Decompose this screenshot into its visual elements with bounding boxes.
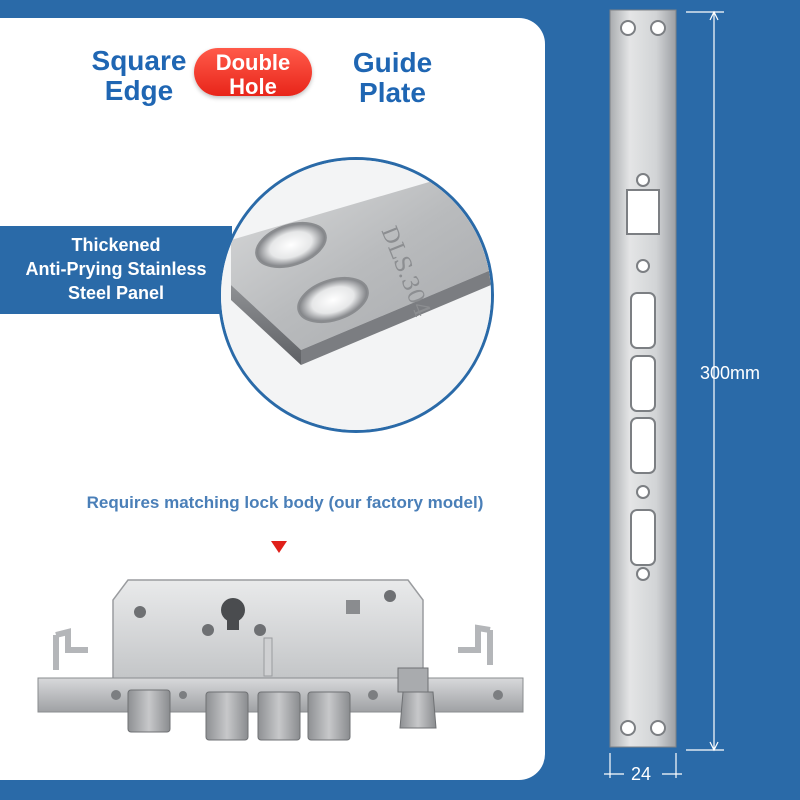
title-word-plate: Plate [359, 77, 426, 108]
double-hole-badge: Double Hole [194, 48, 312, 96]
badge-text-hole: Hole [229, 74, 277, 97]
feature-banner: Thickened Anti-Prying Stainless Steel Pa… [0, 226, 232, 314]
title-word-guide: Guide [352, 47, 433, 78]
matching-lock-note: Requires matching lock body (our factory… [86, 493, 484, 512]
title-word-square: Square [91, 45, 187, 76]
down-arrow-icon [271, 541, 287, 553]
length-dimension-label: 300mm [700, 363, 761, 383]
guide-plate-image [604, 9, 724, 778]
width-dimension-label: 24 [631, 764, 652, 784]
lock-body-image [37, 579, 524, 741]
badge-text-double: Double [215, 50, 291, 75]
closeup-plate-image: DLS.304 [221, 160, 491, 430]
banner-line-2: Anti-Prying Stainless [25, 259, 207, 279]
title-guide-plate: Guide Plate [340, 48, 445, 108]
closeup-circle: DLS.304 [218, 157, 494, 433]
banner-line-1: Thickened [71, 235, 161, 255]
title-word-edge: Edge [104, 75, 174, 106]
banner-line-3: Steel Panel [67, 283, 165, 303]
title-square-edge: Square Edge [84, 46, 194, 106]
